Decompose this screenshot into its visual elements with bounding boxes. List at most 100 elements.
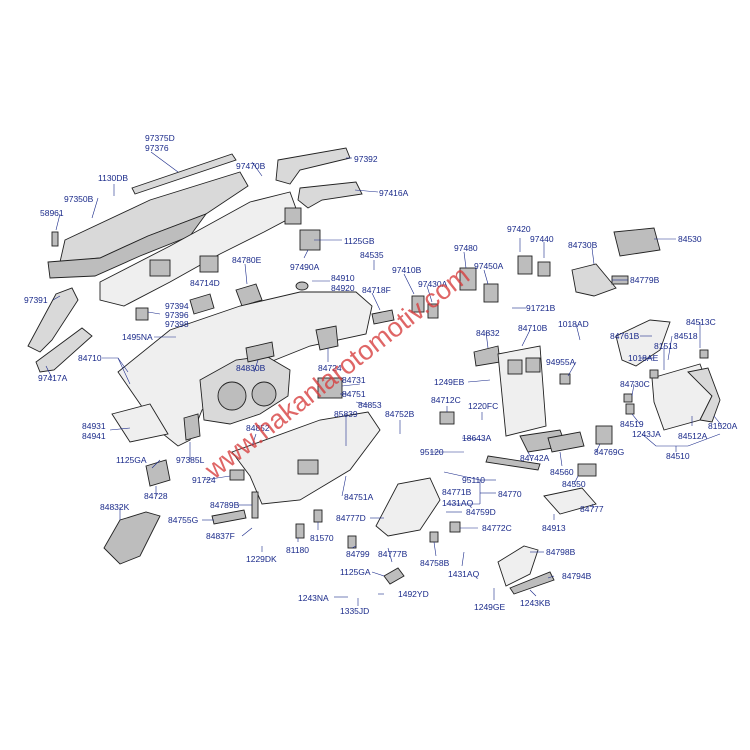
part-label: 97480 [454, 243, 478, 253]
side-duct-right-upper [275, 147, 351, 185]
fuse-cover [297, 459, 319, 475]
part-label: 84519 [620, 419, 644, 429]
strip-84794B [509, 571, 555, 595]
part-label: 84755G [168, 515, 198, 525]
part-label: 91724 [192, 475, 216, 485]
part-label: 84712C [431, 395, 461, 405]
part-label: 97450A [474, 261, 504, 271]
part-label: 84798B [546, 547, 576, 557]
part-label: 84941 [82, 431, 106, 441]
part-label: 18643A [462, 433, 492, 443]
part-label: 84832 [476, 328, 500, 338]
bracket-84730B [571, 263, 617, 297]
part-label: 84832K [100, 502, 130, 512]
vent-97420 [517, 255, 533, 275]
part-label: 84913 [542, 523, 566, 533]
cupholder-84913 [543, 487, 597, 515]
part-label: 95110 [462, 475, 485, 485]
part-label: 84761B [610, 331, 640, 341]
part-label: 1125GB [344, 236, 375, 246]
connector-91724 [229, 469, 245, 481]
parts-group [27, 147, 721, 595]
part-label: 1125GA [116, 455, 147, 465]
part-label: 84510 [666, 451, 690, 461]
bracket-84832 [473, 345, 501, 367]
part-label: 84794B [562, 571, 592, 581]
part-label: 97394 [165, 301, 189, 311]
part-label: 95120 [420, 447, 444, 457]
vent-97410B [411, 295, 425, 313]
leader-lines [45, 151, 723, 606]
side-duct-left-upper [27, 287, 79, 353]
part-label: 84535 [360, 250, 384, 260]
part-label: 81180 [286, 545, 309, 555]
vent-97480 [459, 267, 477, 291]
part-label: 97416A [379, 188, 409, 198]
vent-outlet-center [149, 259, 171, 277]
part-label: 1125GA [340, 567, 371, 577]
part-label: 84780E [232, 255, 262, 265]
switch-panel-84731 [317, 377, 343, 399]
part-label: 84730C [620, 379, 650, 389]
main-air-duct [99, 191, 299, 307]
part-label: 81513 [654, 341, 678, 351]
part-label: 58961 [40, 208, 64, 218]
part-label: 84770 [498, 489, 522, 499]
gauge-opening-left [217, 381, 247, 411]
part-label: 97430A [418, 279, 448, 289]
part-label: 84724 [318, 363, 342, 373]
part-label: 1492YD [398, 589, 429, 599]
part-label: 84512A [678, 431, 708, 441]
bracket-94955A [559, 373, 571, 385]
part-label: 84777B [378, 549, 408, 559]
vent-97430A [427, 303, 439, 319]
side-panel-84761B [615, 319, 671, 367]
defroster-nozzle-strip [131, 153, 237, 195]
knee-pad-84832K [103, 511, 161, 565]
part-label: 1495NA [122, 332, 153, 342]
bracket-84724 [315, 325, 339, 351]
part-label: 84852 [246, 423, 270, 433]
grommet-84910 [295, 281, 309, 291]
part-label: 84728 [144, 491, 168, 501]
part-label: 1018AD [558, 319, 589, 329]
part-label: 84769G [594, 447, 624, 457]
fascia-vent-left [507, 359, 523, 375]
tray-84550 [577, 463, 597, 477]
part-label: 84837F [206, 531, 235, 541]
cap-84513C [699, 349, 709, 359]
vent-outlet-right [199, 255, 219, 273]
gauge-opening-right [251, 381, 277, 407]
part-labels: 97375D 97376 97392 1130DB 97470B 97350B … [24, 133, 738, 616]
part-label: 84718F [362, 285, 391, 295]
part-label: 84710B [518, 323, 548, 333]
part-label: 84751A [344, 492, 374, 502]
clip-84772C [449, 521, 461, 533]
part-label: 84731 [342, 375, 366, 385]
part-label: 84910 [331, 273, 355, 283]
part-label: 1018AE [628, 353, 659, 363]
part-label: 84772C [482, 523, 512, 533]
part-label: 97392 [354, 154, 378, 164]
part-label: 84759D [466, 507, 496, 517]
clip-84730C [623, 393, 633, 403]
clip-81180 [295, 523, 305, 539]
part-label: 84730B [568, 240, 598, 250]
part-label: 97440 [530, 234, 554, 244]
vent-97440 [537, 261, 551, 277]
lower-panel-84931 [111, 403, 169, 443]
vent-97450A [483, 283, 499, 303]
part-label: 91721B [526, 303, 556, 313]
part-label: 84931 [82, 421, 106, 431]
part-label: 84799 [346, 549, 370, 559]
part-label: 1431AQ [448, 569, 480, 579]
clip-84758B [429, 531, 439, 543]
part-label: 1220FC [468, 401, 498, 411]
part-label: 1130DB [98, 173, 128, 183]
part-label: 97375D [145, 133, 175, 143]
part-label: 84714D [190, 278, 220, 288]
center-lower-console-84770 [375, 477, 441, 537]
part-label: 1229DK [246, 554, 277, 564]
part-label: 97398 [165, 319, 189, 329]
